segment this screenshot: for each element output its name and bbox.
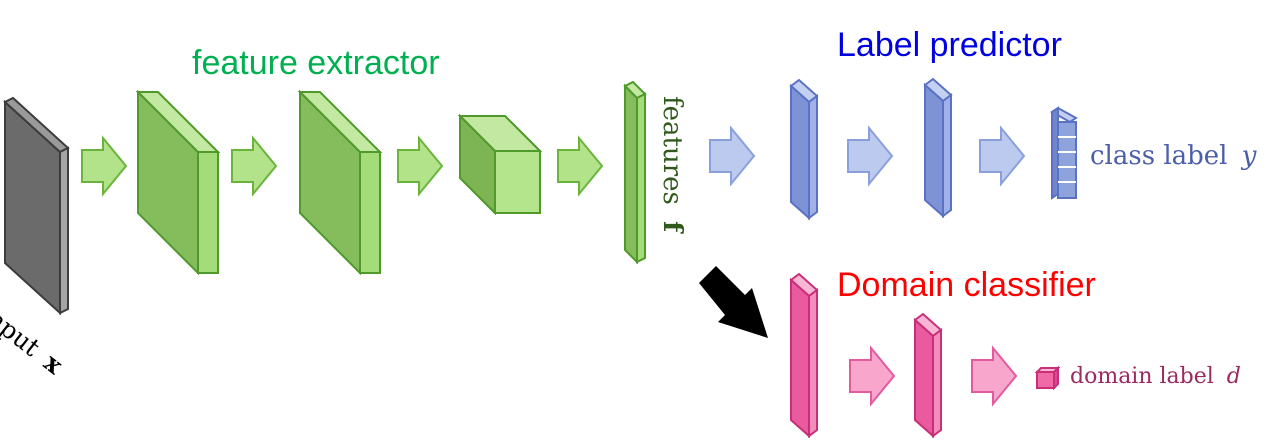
green-arrow-3: [397, 135, 444, 197]
blue-arrow-1: [709, 125, 756, 187]
class-label: class label y: [1090, 143, 1256, 169]
feature-extractor-conv-2: [297, 89, 383, 276]
class-output-vector: [1050, 106, 1078, 200]
domain-label: domain label d: [1070, 366, 1241, 388]
features-vector: [623, 80, 647, 265]
domain-classifier-layer-1: [789, 272, 819, 439]
domain-classifier-layer-2: [913, 312, 943, 439]
feature-extractor-heading: feature extractor: [192, 44, 440, 82]
pink-arrow-2: [971, 345, 1018, 407]
class-label-word: class label: [1090, 141, 1228, 171]
green-arrow-4: [557, 135, 604, 197]
domain-classifier-heading: Domain classifier: [837, 266, 1096, 304]
features-label: features f: [657, 96, 687, 233]
domain-label-word: domain label: [1070, 364, 1214, 389]
feature-extractor-conv-1: [135, 89, 221, 276]
input-slab: [3, 96, 70, 316]
class-label-symbol: y: [1241, 141, 1257, 171]
domain-label-symbol: d: [1226, 364, 1241, 389]
split-arrow: [699, 266, 768, 338]
green-arrow-1: [81, 135, 128, 197]
features-label-symbol: f: [657, 221, 687, 233]
label-predictor-heading: Label predictor: [837, 26, 1062, 64]
blue-arrow-3: [979, 125, 1026, 187]
domain-output-cube: [1034, 365, 1061, 391]
label-predictor-layer-1: [789, 78, 819, 221]
features-label-word: features: [657, 96, 687, 205]
pink-arrow-1: [849, 345, 896, 407]
blue-arrow-2: [847, 125, 894, 187]
feature-extractor-cube: [457, 113, 543, 216]
green-arrow-2: [231, 135, 278, 197]
label-predictor-layer-2: [923, 77, 953, 219]
